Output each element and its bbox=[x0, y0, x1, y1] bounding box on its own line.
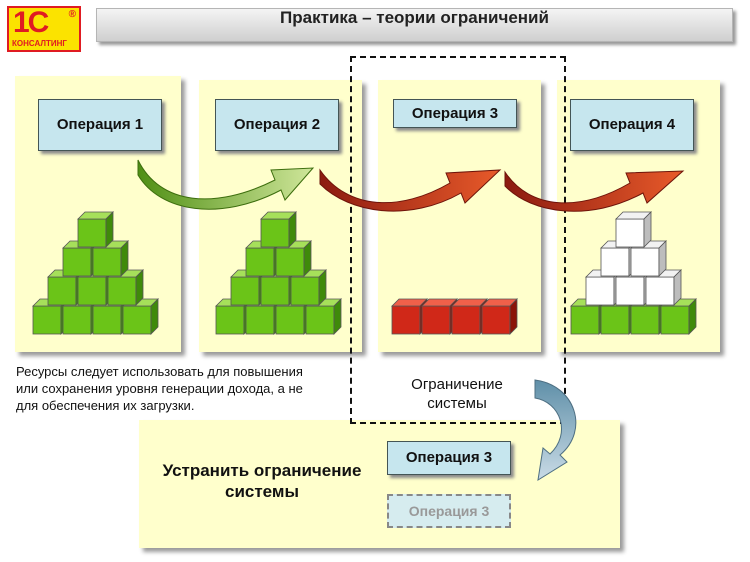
arrow-constraint-to-elimination bbox=[534, 379, 577, 481]
operation-2-box: Операция 2 bbox=[215, 99, 339, 151]
stack-operation-1-cube bbox=[77, 211, 114, 248]
stack-operation-3-cube bbox=[481, 298, 518, 335]
operation-3-active-box: Операция 3 bbox=[387, 441, 511, 475]
operation-3-box: Операция 3 bbox=[393, 99, 517, 128]
panel-eliminate-constraint bbox=[139, 420, 620, 548]
page-title: Практика – теории ограничений bbox=[280, 8, 549, 27]
arrow-operation-1-to-2 bbox=[137, 159, 315, 210]
operation-4-box: Операция 4 bbox=[570, 99, 694, 151]
stack-operation-1-cube bbox=[107, 269, 144, 306]
brand-logo: 1С ® КОНСАЛТИНГ bbox=[7, 6, 81, 52]
operation-1-box: Операция 1 bbox=[38, 99, 162, 151]
arrow-operation-2-to-3 bbox=[319, 168, 502, 212]
constraint-label: Ограничение системы bbox=[411, 376, 503, 412]
resource-usage-note: Ресурсы следует использовать для повышен… bbox=[16, 364, 303, 413]
operation-3-ghost-box: Операция 3 bbox=[387, 494, 511, 528]
constraint-frame bbox=[350, 56, 566, 424]
arrow-operation-3-to-4 bbox=[504, 170, 685, 212]
stack-operation-4-cube bbox=[630, 240, 667, 277]
eliminate-constraint-heading: Устранить ограничение системы bbox=[162, 461, 362, 501]
stack-operation-4-cube bbox=[615, 211, 652, 248]
stack-operation-1-cube bbox=[122, 298, 159, 335]
stack-operation-2-cube bbox=[260, 211, 297, 248]
logo-subtitle: КОНСАЛТИНГ bbox=[12, 39, 67, 48]
title-bar bbox=[96, 8, 733, 42]
logo-registered: ® bbox=[68, 9, 76, 20]
logo-mark: 1С bbox=[13, 6, 49, 39]
stack-operation-2-cube bbox=[305, 298, 342, 335]
